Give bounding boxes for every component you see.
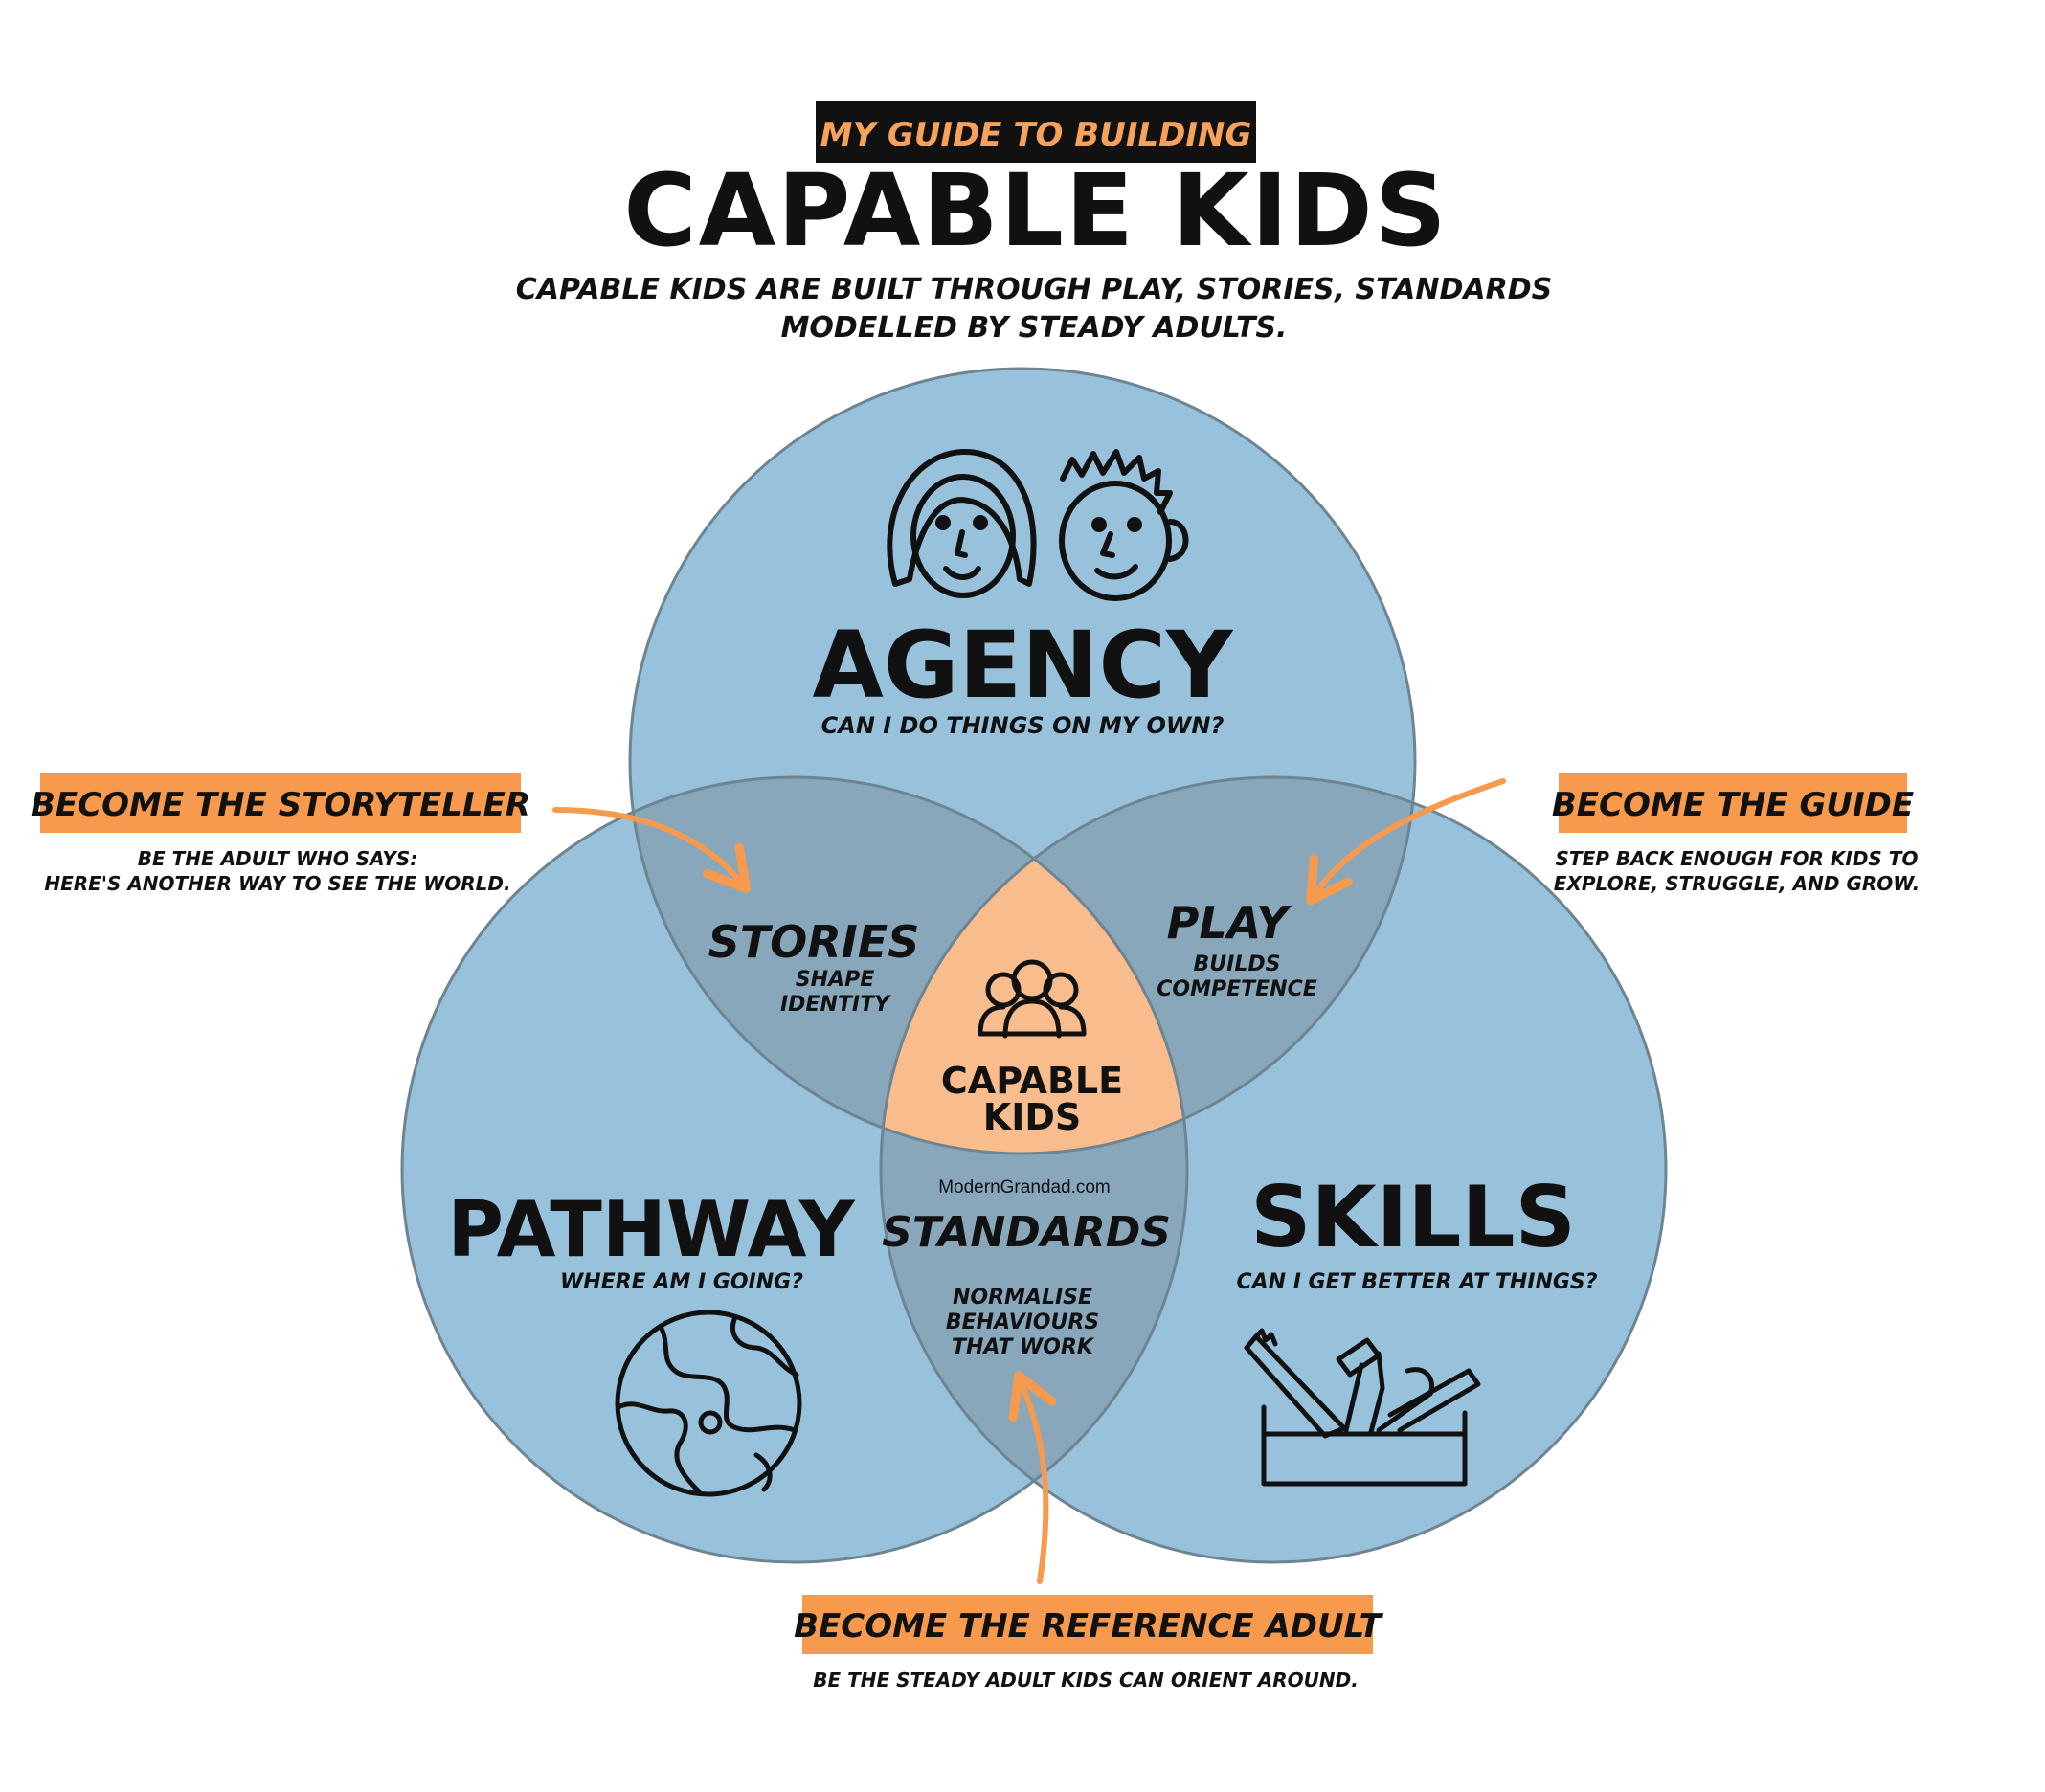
agency-title: AGENCY	[813, 612, 1234, 719]
group-icon	[978, 959, 1087, 1039]
storyteller-line-2: HERE'S ANOTHER WAY TO SEE THE WORLD.	[44, 872, 510, 895]
play-line-1: BUILDS	[1194, 952, 1281, 976]
globe-icon	[615, 1310, 802, 1497]
toolbox-icon	[1244, 1328, 1481, 1487]
storyteller-label-box	[40, 773, 521, 833]
guide-line-2: EXPLORE, STRUGGLE, AND GROW.	[1554, 872, 1920, 895]
standards-line-3: THAT WORK	[952, 1335, 1095, 1359]
agency-question: CAN I DO THINGS ON MY OWN?	[821, 712, 1225, 739]
reference-line-1: BE THE STEADY ADULT KIDS CAN ORIENT AROU…	[813, 1669, 1359, 1691]
reference-arrow	[1008, 1371, 1057, 1584]
page-title: CAPABLE KIDS	[623, 152, 1448, 269]
standards-line-1: NORMALISE	[953, 1286, 1092, 1310]
storyteller-arrow	[552, 807, 752, 893]
subtitle-line-2: MODELLED BY STEADY ADULTS.	[781, 311, 1288, 345]
stories-line-2: IDENTITY	[780, 993, 891, 1017]
center-line-2: KIDS	[983, 1096, 1082, 1138]
play-title: PLAY	[1167, 897, 1292, 949]
two-faces-icon	[887, 448, 1189, 601]
reference-label: BECOME THE REFERENCE ADULT	[794, 1607, 1384, 1646]
kicker-text: MY GUIDE TO BUILDING	[820, 116, 1252, 154]
circle-outlines	[400, 367, 1668, 1564]
stories-line-1: SHAPE	[796, 968, 874, 992]
guide-arrow	[1306, 778, 1506, 906]
watermark: ModernGrandad.com	[938, 1177, 1111, 1198]
storyteller-line-1: BE THE ADULT WHO SAYS:	[138, 847, 417, 870]
standards-line-2: BEHAVIOURS	[946, 1310, 1099, 1334]
skills-question: CAN I GET BETTER AT THINGS?	[1236, 1270, 1597, 1294]
reference-label-box	[802, 1595, 1373, 1654]
guide-line-1: STEP BACK ENOUGH FOR KIDS TO	[1556, 847, 1919, 870]
kicker-box	[816, 101, 1256, 163]
center-line-1: CAPABLE	[941, 1060, 1123, 1102]
storyteller-label: BECOME THE STORYTELLER	[31, 786, 530, 824]
stories-title: STORIES	[708, 916, 920, 968]
overlap-fills	[630, 777, 1415, 1562]
guide-label: BECOME THE GUIDE	[1552, 786, 1914, 824]
subtitle-line-1: CAPABLE KIDS ARE BUILT THROUGH PLAY, STO…	[516, 273, 1552, 306]
pathway-title: PATHWAY	[447, 1185, 855, 1274]
pathway-question: WHERE AM I GOING?	[560, 1270, 803, 1294]
skills-title: SKILLS	[1250, 1168, 1576, 1266]
guide-label-box	[1559, 773, 1907, 833]
center-overlap	[881, 777, 1187, 1154]
play-line-2: COMPETENCE	[1157, 977, 1317, 1001]
standards-title: STANDARDS	[882, 1208, 1171, 1257]
